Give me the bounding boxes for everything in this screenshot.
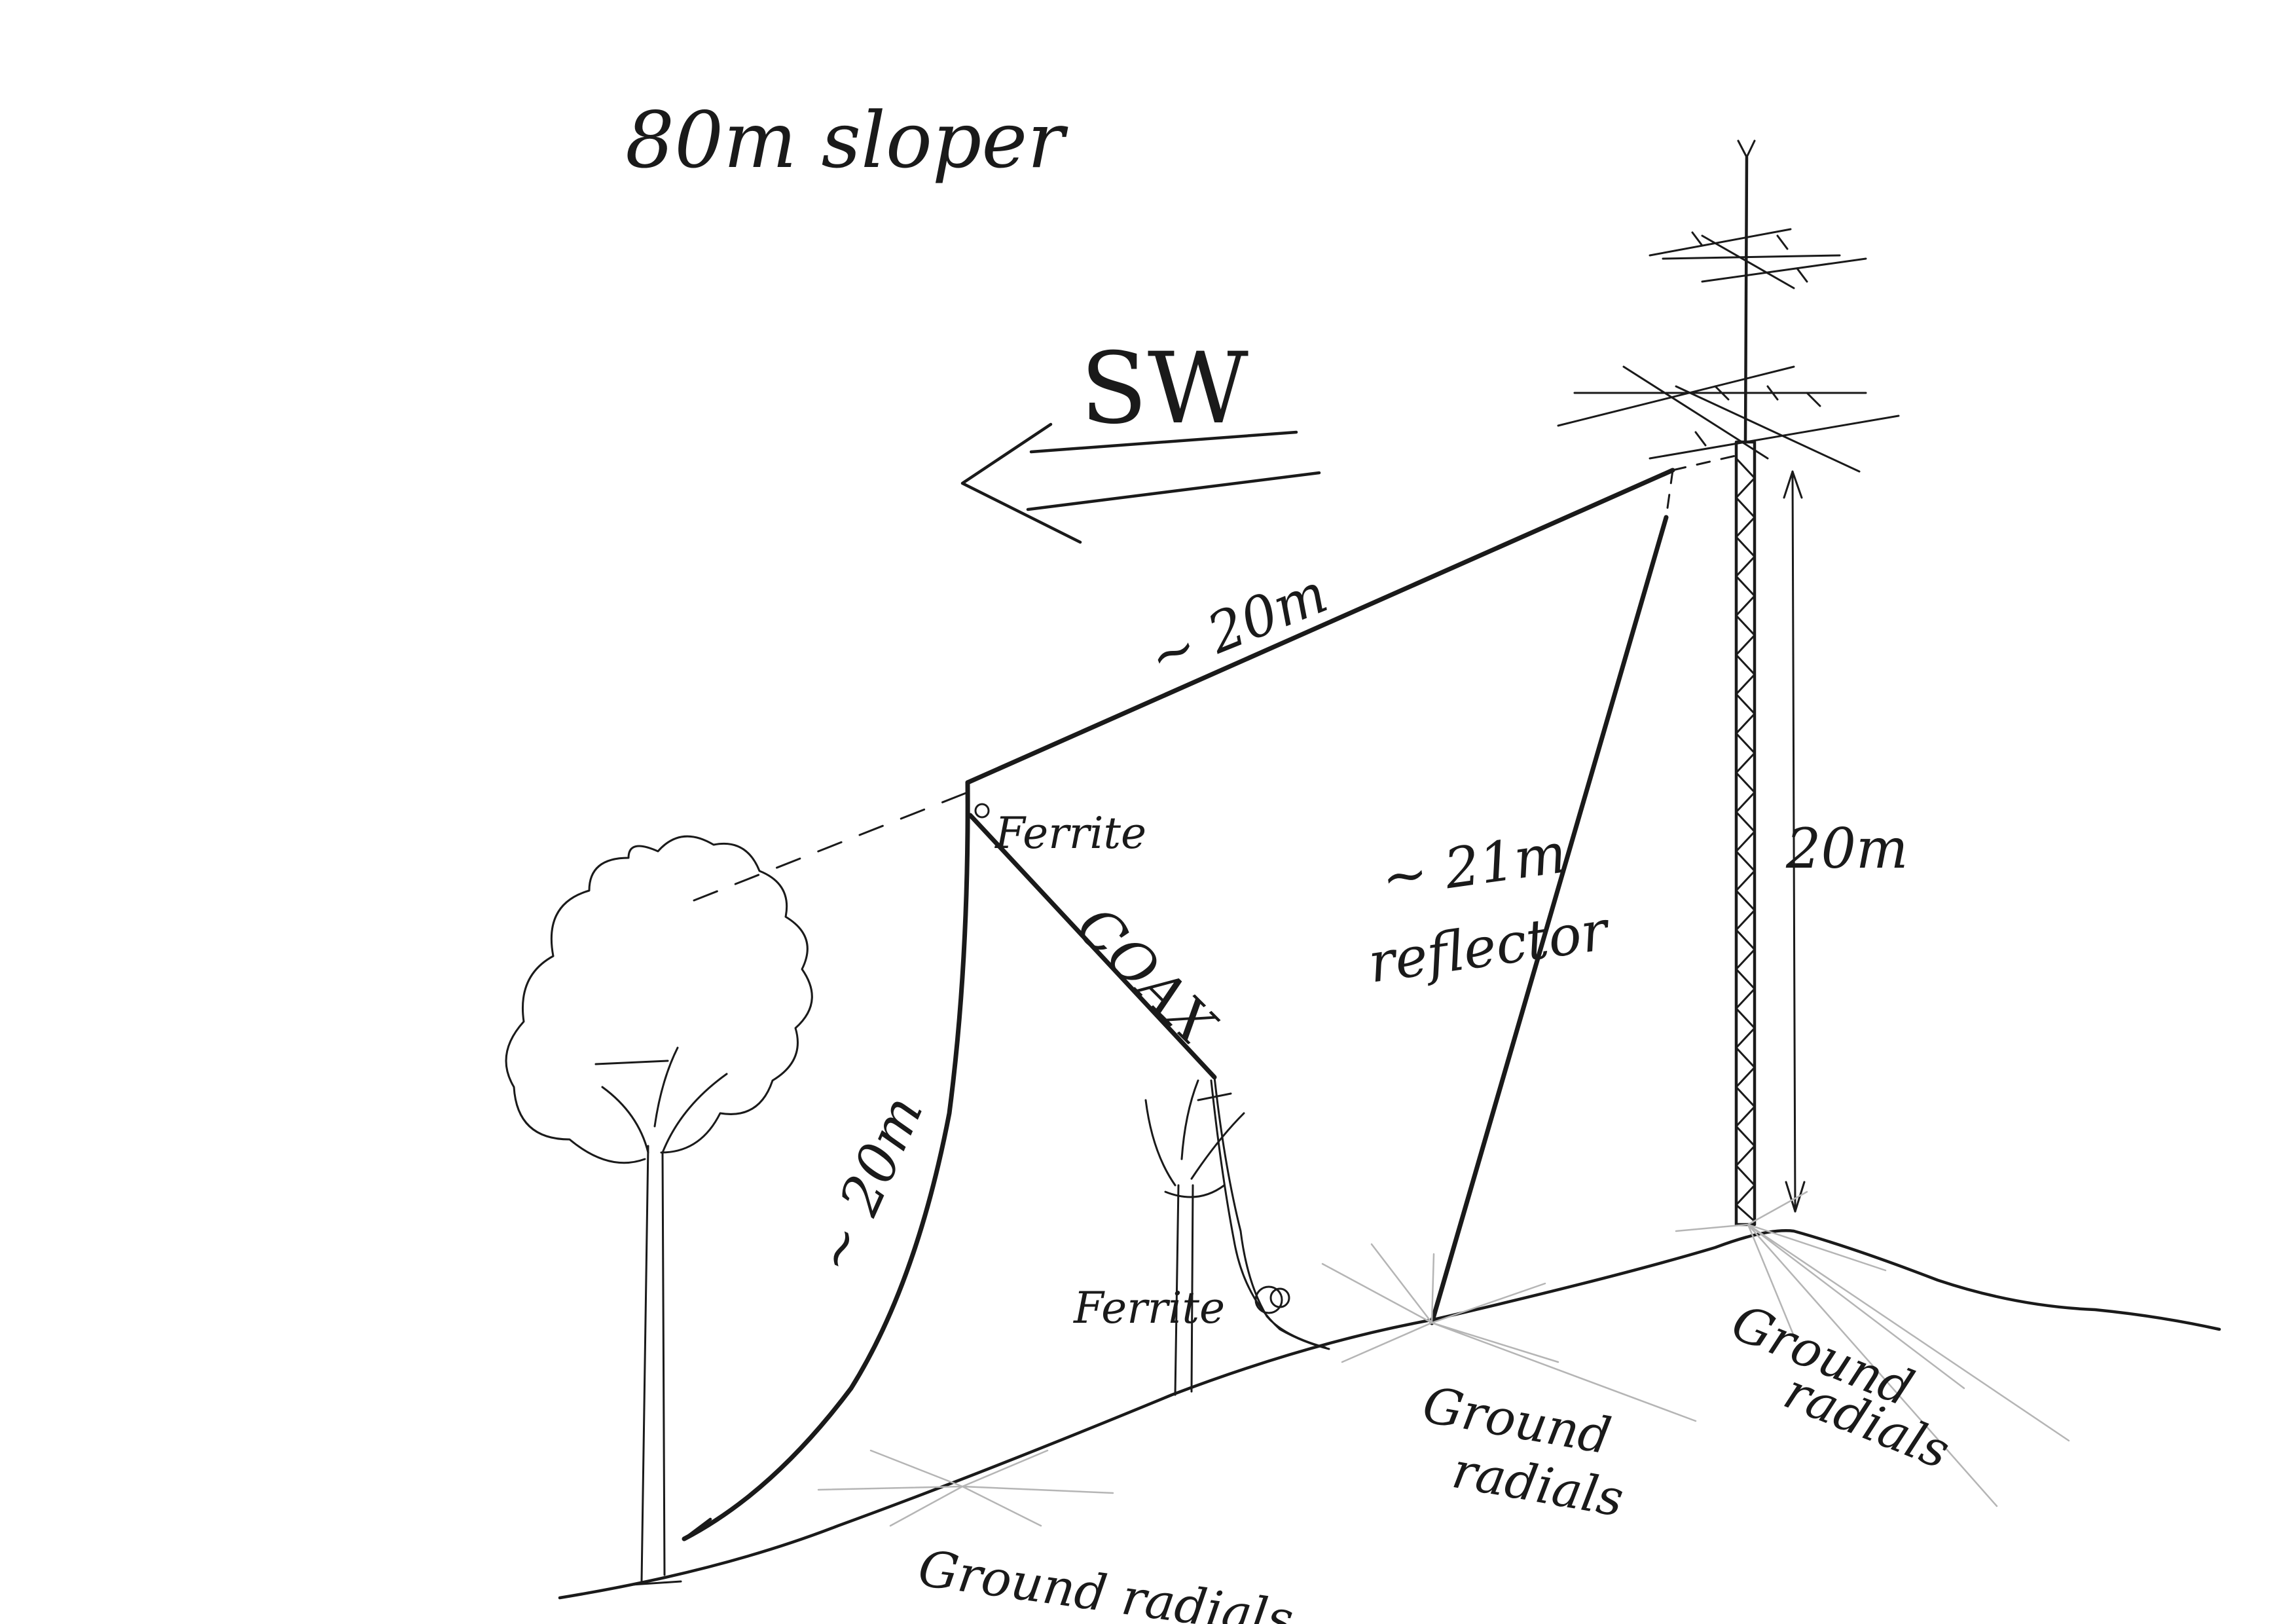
left-wire <box>682 780 970 1541</box>
ground-line <box>558 1229 2221 1600</box>
direction-label: SW <box>1080 332 1248 446</box>
reflector-name-label: reflector <box>1364 898 1614 995</box>
ferrite-bottom-icon <box>1254 1285 1290 1314</box>
direction-arrow-icon <box>960 422 1321 544</box>
tree-small <box>1144 1079 1245 1396</box>
reflector-dashed <box>1665 469 1674 519</box>
ground-radials-left-label: Ground radials <box>915 1539 1296 1624</box>
tower-guy-dashed <box>1671 454 1740 471</box>
yagi-antenna-upper-icon <box>1649 228 1867 289</box>
coax-down <box>1210 1076 1330 1350</box>
tower <box>1734 139 1757 1227</box>
top-wire-length-label: ~ 20m <box>1140 561 1336 690</box>
coax-label: COAX <box>1065 894 1229 1058</box>
tower-height-label: 20m <box>1785 817 1908 881</box>
reflector-wire <box>1429 515 1669 1325</box>
top-wire <box>965 468 1675 785</box>
coax-line <box>968 813 1217 1080</box>
tower-height-dimension-icon <box>1783 470 1806 1213</box>
tree-left <box>505 835 813 1586</box>
yagi-antenna-lower-icon <box>1557 365 1900 473</box>
diagram-title: 80m sloper <box>625 95 1068 185</box>
ferrite-top-icon <box>974 803 990 819</box>
left-wire-end-arrow <box>682 1517 712 1541</box>
ground-radials-middle <box>1321 1243 1697 1422</box>
ferrite-bottom-label: Ferrite <box>1073 1283 1225 1333</box>
ground-radials-right <box>1675 1190 2070 1507</box>
ground-radials-left <box>817 1449 1114 1527</box>
ferrite-top-label: Ferrite <box>994 808 1146 858</box>
support-rope-dashed <box>693 791 969 902</box>
reflector-length-label: ~ 21m <box>1377 821 1571 910</box>
